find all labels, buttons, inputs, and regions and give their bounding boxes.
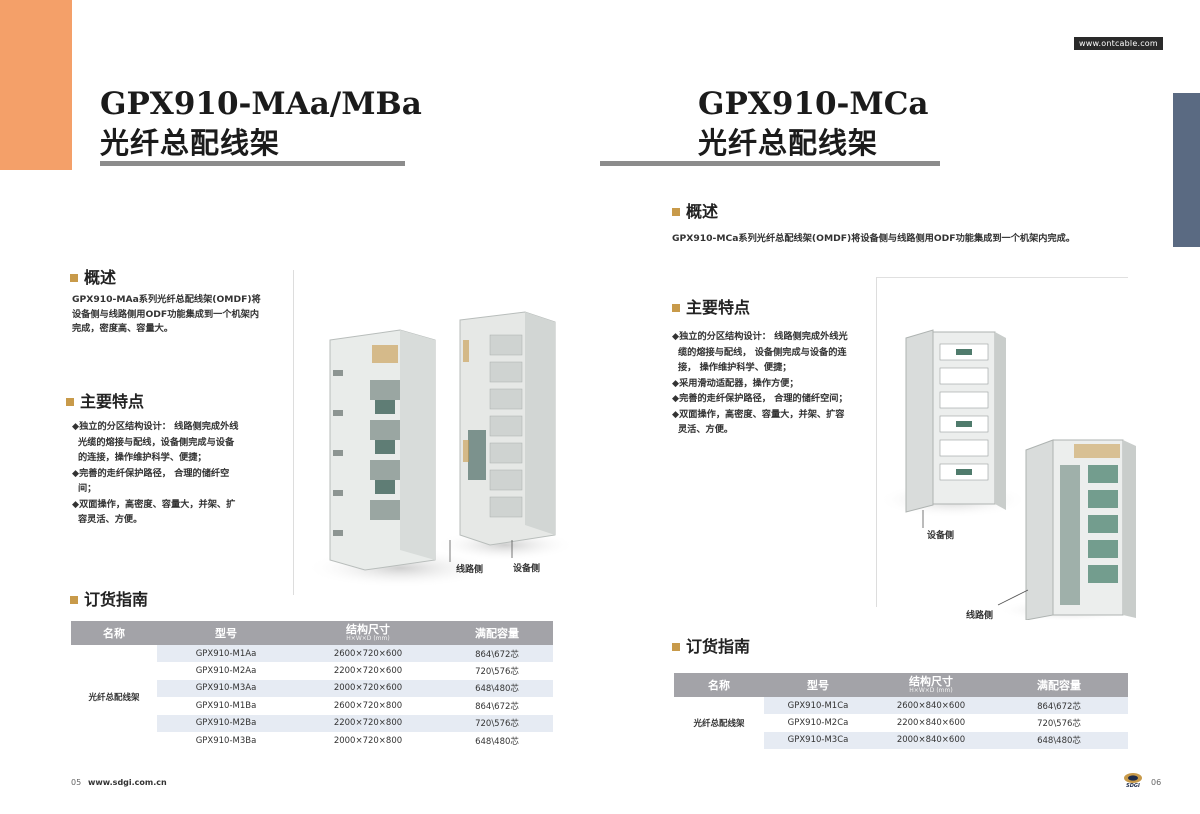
- sdgi-logo-icon: SDGI: [1122, 772, 1144, 789]
- left-overview-text: GPX910-MAa系列光纤总配线架(OMDF)将 设备侧与线路侧用ODF功能集…: [72, 294, 261, 334]
- list-item: ◆独立的分区结构设计： 线路侧完成外线光缆的熔接与配线， 设备侧完成与设备的连接…: [672, 331, 848, 373]
- left-footer: 05 www.sdgi.com.cn: [71, 778, 167, 787]
- left-title-underline: [100, 161, 405, 166]
- side-tab: [1173, 93, 1200, 247]
- left-title-en: GPX910-MAa/MBa: [100, 86, 422, 122]
- left-features-heading: 主要特点: [66, 392, 144, 412]
- table-row: GPX910-M2Aa 2200×720×600 720\576芯: [195, 666, 519, 678]
- section-square-icon: [672, 643, 680, 651]
- left-title-cn: 光纤总配线架: [100, 126, 281, 160]
- left-caption-line-side: 线路侧: [456, 565, 484, 575]
- right-features-heading: 主要特点: [672, 298, 750, 318]
- right-caption-line-side: 线路侧: [966, 611, 994, 621]
- table-row: GPX910-M3Ba 2000×720×800 648\480芯: [195, 735, 519, 747]
- page-number: 06: [1151, 778, 1162, 787]
- left-order-heading: 订货指南: [70, 590, 148, 610]
- list-item: ◆独立的分区结构设计： 线路侧完成外线光缆的熔接与配线，设备侧完成与设备的连接，…: [72, 421, 239, 463]
- list-item: ◆双面操作，高密度、容量大，并架、扩容灵活、方便。: [672, 408, 845, 436]
- right-order-heading: 订货指南: [672, 637, 750, 657]
- logo-text: SDGI: [1126, 783, 1140, 789]
- section-square-icon: [70, 596, 78, 604]
- section-square-icon: [672, 304, 680, 312]
- list-item: ◆采用滑动适配器，操作方便；: [672, 377, 799, 389]
- table-row: 光纤总配线架 GPX910-M1Aa 2600×720×600 864\672芯: [71, 645, 553, 750]
- table-row: GPX910-M3Ca 2000×840×600 648\480芯: [674, 731, 1128, 750]
- right-title-underline: [600, 161, 940, 166]
- divider-line: [876, 277, 1128, 278]
- right-product-image: [878, 320, 1148, 622]
- left-features-list: ◆独立的分区结构设计： 线路侧完成外线光缆的熔接与配线，设备侧完成与设备的连接，…: [72, 419, 302, 528]
- left-caption-device-side: 设备侧: [513, 564, 541, 574]
- left-overview-heading: 概述: [70, 268, 116, 288]
- table-header: 型号: [764, 673, 872, 697]
- table-header: 满配容量: [441, 621, 553, 645]
- right-title-cn: 光纤总配线架: [698, 126, 879, 160]
- table-row: GPX910-M2Ca 2200×840×600 720\576芯: [787, 718, 1081, 730]
- table-row: GPX910-M2Ba 2200×720×800 720\576芯: [71, 714, 553, 732]
- divider-line: [293, 270, 294, 595]
- table-header: 满配容量: [990, 673, 1128, 697]
- table-row: 光纤总配线架 GPX910-M1Ca 2600×840×600 864\672芯: [674, 697, 1128, 750]
- list-item: ◆完善的走纤保护路径， 合理的储纤空间；: [672, 393, 848, 404]
- table-header: 名称: [71, 621, 157, 645]
- table-header: 型号: [157, 621, 295, 645]
- right-title-en: GPX910-MCa: [698, 86, 929, 122]
- list-item: ◆双面操作，高密度、容量大，并架、扩容灵活、方便。: [72, 498, 236, 526]
- right-overview-text: GPX910-MCa系列光纤总配线架(OMDF)将设备侧与线路侧用ODF功能集成…: [672, 233, 1076, 244]
- table-row: GPX910-M1Ba 2600×720×800 864\672芯: [195, 700, 519, 712]
- right-caption-device-side: 设备侧: [927, 531, 955, 541]
- left-product-image: [300, 300, 580, 595]
- footer-url[interactable]: www.sdgi.com.cn: [87, 778, 167, 787]
- table-group-name: 光纤总配线架: [71, 645, 157, 750]
- section-square-icon: [66, 398, 74, 406]
- table-group-name: 光纤总配线架: [674, 697, 764, 750]
- section-square-icon: [672, 208, 680, 216]
- table-row: GPX910-M3Aa 2000×720×600 648\480芯: [71, 679, 553, 698]
- list-item: ◆完善的走纤保护路径， 合理的储纤空间；: [72, 467, 230, 495]
- section-square-icon: [70, 274, 78, 282]
- right-overview-heading: 概述: [672, 202, 718, 222]
- orange-corner-block: [0, 0, 72, 170]
- divider-line: [876, 277, 877, 607]
- site-url-badge[interactable]: www.ontcable.com: [1074, 37, 1163, 50]
- page-number: 05: [71, 778, 82, 787]
- table-header: 名称: [674, 673, 764, 697]
- right-features-list: ◆独立的分区结构设计： 线路侧完成外线光缆的熔接与配线， 设备侧完成与设备的连接…: [672, 329, 872, 438]
